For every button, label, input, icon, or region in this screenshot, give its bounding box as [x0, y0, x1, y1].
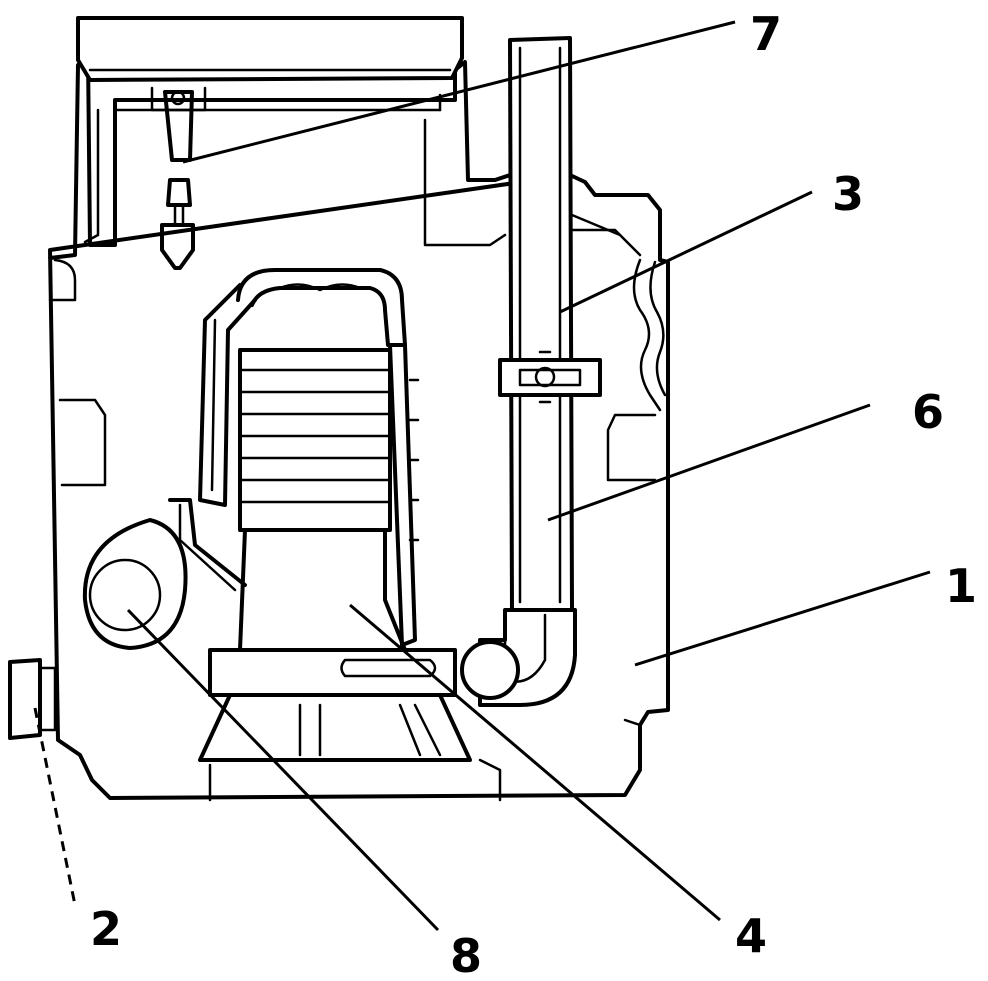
callout-2: 2 [90, 902, 122, 956]
leader-7 [182, 20, 736, 164]
tank-lid [76, 16, 464, 82]
float-switch-hanger [150, 86, 207, 270]
submersible-pump [168, 268, 472, 762]
callout-4: 4 [735, 909, 767, 963]
callout-labels: 7 3 6 1 2 8 4 [90, 7, 977, 981]
leader-lines [33, 20, 931, 932]
callout-8: 8 [450, 929, 482, 981]
discharge-pipe [460, 36, 602, 707]
leader-6 [547, 403, 871, 522]
callout-1: 1 [945, 559, 977, 613]
callout-6: 6 [912, 385, 944, 439]
leader-2 [33, 707, 77, 906]
leader-4 [349, 603, 721, 922]
leader-1 [634, 570, 931, 667]
leader-8 [126, 608, 440, 932]
callout-7: 7 [750, 7, 782, 61]
callout-3: 3 [832, 167, 864, 221]
float-ball [82, 518, 188, 650]
inlet-port [8, 658, 57, 740]
vent-hose [632, 258, 667, 412]
leader-3 [559, 190, 813, 314]
